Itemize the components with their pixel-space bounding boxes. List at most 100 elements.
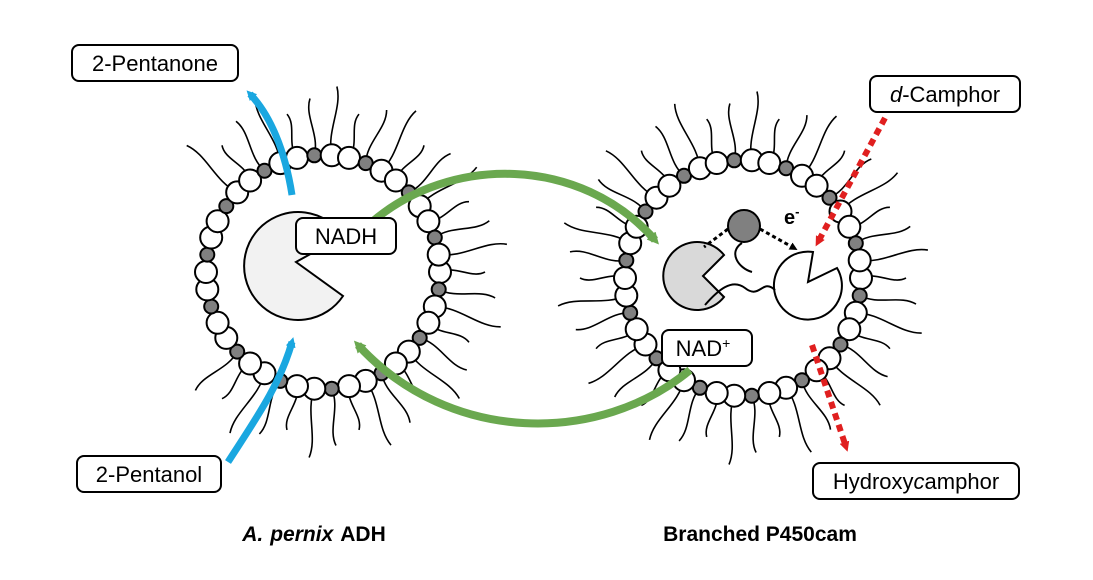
surfactant-tail bbox=[654, 125, 685, 177]
surfactant-tail bbox=[678, 387, 701, 442]
nad-label-box: NAD+ bbox=[661, 329, 753, 367]
micelle-bead-gray bbox=[821, 189, 838, 206]
electron-label: e- bbox=[784, 204, 799, 229]
micelle-bead bbox=[416, 209, 441, 234]
surfactant-tail bbox=[829, 158, 872, 199]
micelle-bead bbox=[205, 310, 230, 335]
surfactant-tail bbox=[840, 343, 888, 378]
pentanone-label: 2-Pentanone bbox=[92, 51, 218, 76]
p450cam-caption: Branched P450cam bbox=[663, 523, 857, 546]
adh-caption-b: pernix bbox=[269, 523, 334, 546]
nad-label: NAD+ bbox=[676, 335, 731, 361]
camphor-label-box: d-Camphor bbox=[869, 75, 1021, 113]
micelle-bead bbox=[704, 151, 729, 175]
micelle-bead bbox=[804, 173, 829, 198]
surfactant-tail bbox=[751, 395, 757, 453]
camphor-label: d-Camphor bbox=[890, 82, 1000, 107]
surfactant-tail bbox=[613, 357, 658, 398]
enzyme-linker bbox=[704, 283, 776, 306]
surfactant-tail bbox=[434, 220, 490, 239]
surfactant-tail bbox=[235, 120, 266, 172]
hydroxy-part-b: c bbox=[914, 469, 925, 494]
electron-superscript: - bbox=[795, 204, 799, 219]
electron-path-left bbox=[703, 227, 729, 249]
pentanol-label: 2-Pentanol bbox=[96, 462, 202, 487]
micelle-bead-gray bbox=[637, 203, 654, 220]
camphor-rest: -Camphor bbox=[902, 82, 1000, 107]
micelle-bead-gray bbox=[229, 343, 246, 360]
micelle-bead bbox=[238, 168, 263, 193]
pentanone-arrow bbox=[246, 90, 296, 196]
nad-return-arrow bbox=[353, 340, 693, 428]
micelle-bead-gray bbox=[622, 304, 639, 321]
micelle-bead bbox=[337, 145, 361, 170]
ferredoxin-bead bbox=[727, 209, 761, 243]
heme-domain-enzyme bbox=[772, 250, 843, 321]
surfactant-tail bbox=[859, 294, 917, 305]
nadh-label-box: NADH bbox=[295, 217, 397, 255]
micelle-bead-gray bbox=[847, 235, 864, 252]
micelle-bead bbox=[624, 317, 649, 342]
micelle-bead bbox=[426, 242, 451, 267]
surfactant-tail bbox=[419, 337, 468, 371]
micelle-bead-gray bbox=[618, 252, 635, 269]
adh-caption-c: ADH bbox=[340, 523, 386, 546]
pentanol-label-box: 2-Pentanol bbox=[76, 455, 222, 493]
nad-superscript: + bbox=[722, 335, 730, 351]
micelle-bead-gray bbox=[426, 229, 443, 246]
micelle-bead bbox=[704, 381, 729, 405]
micelle-bead-gray bbox=[323, 380, 340, 397]
micelle-bead bbox=[757, 151, 782, 175]
reductase-enzyme bbox=[662, 241, 726, 311]
micelle-bead bbox=[194, 260, 218, 284]
camphor-italic: d bbox=[890, 82, 903, 107]
surfactant-tail bbox=[364, 109, 388, 164]
p450cam-micelle bbox=[557, 91, 929, 465]
micelle-bead bbox=[613, 266, 637, 290]
micelle-bead bbox=[847, 248, 872, 273]
micelle-bead-gray bbox=[306, 147, 323, 164]
surfactant-tail bbox=[575, 311, 631, 331]
surfactant-tail bbox=[330, 388, 337, 446]
adh-caption-a: A. bbox=[241, 523, 263, 546]
micelle-bead bbox=[337, 374, 361, 399]
surfactant-tail bbox=[194, 351, 238, 391]
micelle-bead-gray bbox=[832, 336, 849, 353]
micelle-bead bbox=[238, 351, 263, 376]
micelle-bead-gray bbox=[218, 198, 235, 215]
hydroxycamphor-label: Hydroxycamphor bbox=[833, 469, 999, 494]
linker-tether bbox=[734, 242, 753, 273]
micelle-bead-gray bbox=[411, 329, 428, 346]
nad-base: NAD bbox=[676, 336, 722, 361]
hydroxycamphor-out-arrow bbox=[809, 344, 850, 452]
micelle-bead-gray bbox=[203, 298, 220, 315]
nadh-label: NADH bbox=[315, 224, 377, 249]
micelle-bead-gray bbox=[851, 287, 868, 304]
micelle-bead bbox=[837, 214, 862, 239]
surfactant-tail bbox=[801, 380, 832, 430]
surfactant-tail bbox=[307, 98, 317, 156]
surfactant-tail bbox=[785, 115, 808, 169]
pentanol-arrow bbox=[225, 337, 296, 464]
pentanone-label-box: 2-Pentanone bbox=[71, 44, 239, 82]
micelle-bead bbox=[205, 209, 230, 234]
hydroxy-part-a: Hydroxy bbox=[833, 469, 914, 494]
micelle-bead-gray bbox=[430, 281, 447, 298]
surfactant-tail bbox=[855, 225, 911, 244]
micelle-bead bbox=[757, 381, 782, 405]
hydroxycamphor-label-box: Hydroxycamphor bbox=[812, 462, 1020, 500]
surfactant-tail bbox=[438, 288, 496, 299]
electron-base: e bbox=[784, 207, 795, 229]
surfactant-tail bbox=[727, 103, 737, 161]
micelle-bead-gray bbox=[199, 246, 216, 263]
micelle-bead bbox=[837, 317, 862, 342]
micelle-bead-gray bbox=[726, 152, 743, 169]
hydroxy-part-c: amphor bbox=[925, 469, 1000, 494]
surfactant-tail bbox=[569, 250, 627, 262]
micelle-bead bbox=[383, 168, 408, 193]
micelle-bead bbox=[657, 173, 682, 198]
adh-micelle bbox=[186, 86, 508, 458]
nadh-transfer-arrow bbox=[369, 169, 659, 245]
